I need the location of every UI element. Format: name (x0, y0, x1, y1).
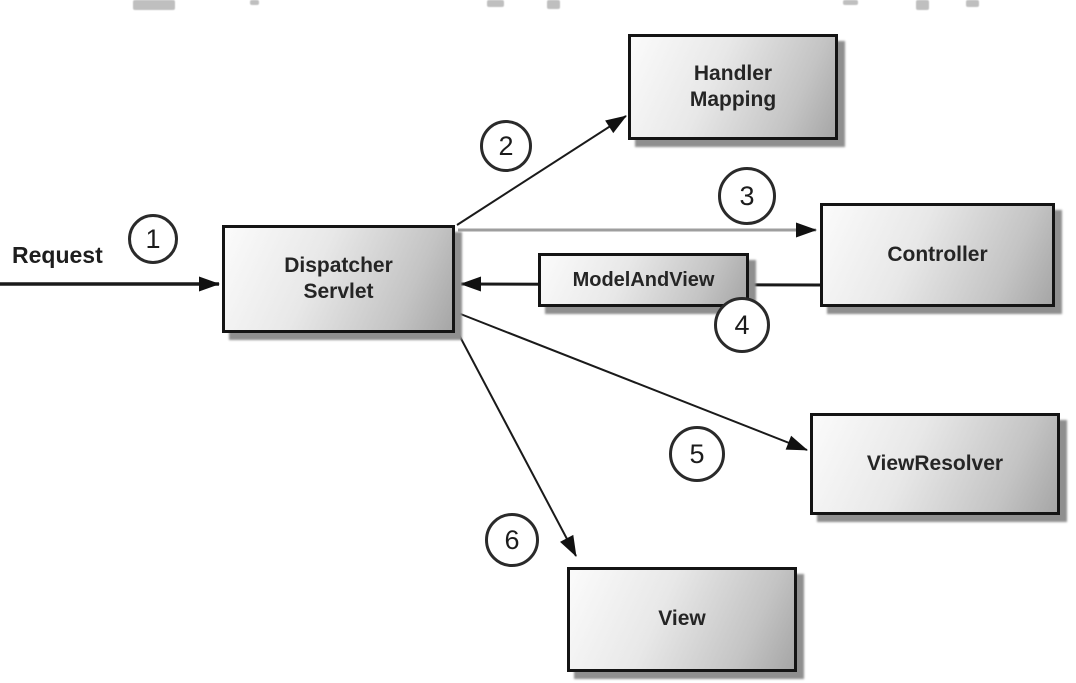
step-3-badge: 3 (718, 167, 776, 225)
step-4-badge: 4 (714, 297, 770, 353)
step-1-badge: 1 (128, 214, 178, 264)
view-label: View (658, 607, 706, 631)
handler-mapping-label: Handler Mapping (689, 61, 777, 111)
step-5-badge: 5 (669, 426, 725, 482)
cropped-text-remnant (916, 0, 929, 10)
dispatcher-servlet-box: Dispatcher Servlet (222, 225, 455, 333)
controller-label: Controller (887, 242, 988, 266)
dispatcher-servlet-label: Dispatcher Servlet (284, 253, 393, 303)
handler-mapping-box: Handler Mapping (628, 34, 838, 140)
arrow-step6-dispatcher-to-view (456, 330, 577, 557)
cropped-text-remnant (843, 0, 858, 5)
arrow-step5-dispatcher-to-viewresolver (457, 312, 808, 451)
cropped-text-remnant (966, 0, 979, 7)
request-label: Request (12, 242, 103, 268)
controller-box: Controller (820, 203, 1055, 307)
view-box: View (567, 567, 797, 672)
arrow-step2-dispatcher-to-handlermapping (456, 115, 627, 226)
step-2-badge: 2 (480, 120, 532, 172)
model-and-view-label: ModelAndView (572, 268, 715, 291)
model-and-view-box: ModelAndView (538, 253, 749, 307)
cropped-text-remnant (250, 0, 259, 5)
cropped-text-remnant (133, 0, 175, 10)
view-resolver-box: ViewResolver (810, 413, 1060, 515)
cropped-text-remnant (487, 0, 504, 7)
step-6-badge: 6 (485, 513, 539, 567)
cropped-text-remnant (547, 0, 560, 9)
view-resolver-label: ViewResolver (866, 451, 1004, 475)
